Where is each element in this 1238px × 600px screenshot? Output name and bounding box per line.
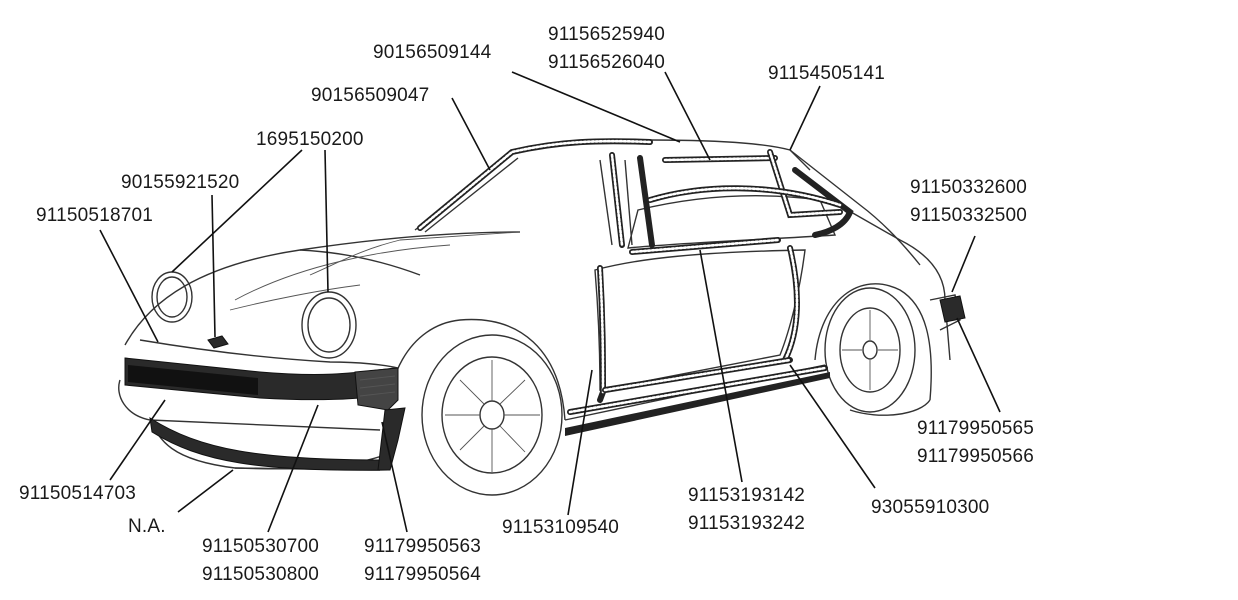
rear-wheel [824, 287, 916, 413]
part-label-91153193142: 91153193142 [688, 485, 806, 506]
leader-lines [99, 71, 1001, 533]
part-label-91150530800: 91150530800 [202, 564, 320, 585]
part-label-93055910300: 93055910300 [871, 497, 990, 518]
part-label-91150514703: 91150514703 [19, 483, 137, 504]
front-wheel [421, 334, 563, 496]
part-label-90156509144: 90156509144 [373, 42, 492, 63]
part-label-1695150200: 1695150200 [256, 129, 364, 150]
part-label-91179950563: 91179950563 [364, 536, 482, 557]
part-label-91150518701: 91150518701 [36, 205, 154, 226]
part-label-90156509047: 90156509047 [311, 85, 430, 106]
headlights [151, 271, 357, 359]
part-label-91156526040: 91156526040 [548, 52, 666, 73]
part-label-90155921520: 90155921520 [121, 172, 240, 193]
part-label-91156525940: 91156525940 [548, 24, 666, 45]
part-label-91150332600: 91150332600 [910, 177, 1028, 198]
part-label-91179950566: 91179950566 [917, 446, 1035, 467]
car-body [118, 138, 961, 471]
part-label-91154505141: 91154505141 [768, 63, 886, 84]
part-label-91179950564: 91179950564 [364, 564, 482, 585]
part-label-91179950565: 91179950565 [917, 418, 1035, 439]
part-label-91153109540: 91153109540 [502, 517, 620, 538]
hood-crest [207, 335, 229, 349]
part-label-91153193242: 91153193242 [688, 513, 806, 534]
rear-bumper-guard [939, 295, 966, 323]
part-label-na: N.A. [128, 516, 166, 537]
seals [417, 138, 854, 436]
part-label-91150530700: 91150530700 [202, 536, 320, 557]
part-label-91150332500: 91150332500 [910, 205, 1028, 226]
front-bumper [124, 339, 406, 471]
